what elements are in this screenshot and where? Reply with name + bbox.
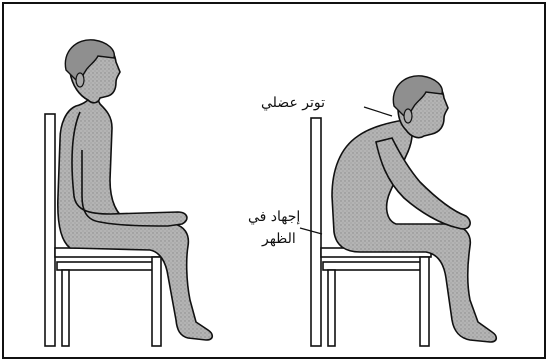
back-strain-label-line2: الظهر <box>262 232 296 246</box>
back-strain-label-line1: إجهاد في <box>248 210 300 224</box>
muscle-tension-leader-line <box>364 107 392 116</box>
left-chair-back-post <box>45 114 55 346</box>
left-chair-rear-leg <box>62 270 69 346</box>
right-figure-ear <box>404 109 412 123</box>
right-chair-rail <box>323 262 423 270</box>
upright-sitting-figure <box>45 40 212 346</box>
left-figure-ear <box>76 73 84 87</box>
right-figure-body <box>332 120 496 342</box>
left-chair-rail <box>57 262 155 270</box>
right-chair-front-leg <box>420 257 429 346</box>
slouched-sitting-figure <box>311 76 496 346</box>
muscle-tension-label: توتر عضلي <box>261 96 325 110</box>
right-chair-rear-leg <box>328 270 335 346</box>
left-chair-front-leg <box>152 257 161 346</box>
